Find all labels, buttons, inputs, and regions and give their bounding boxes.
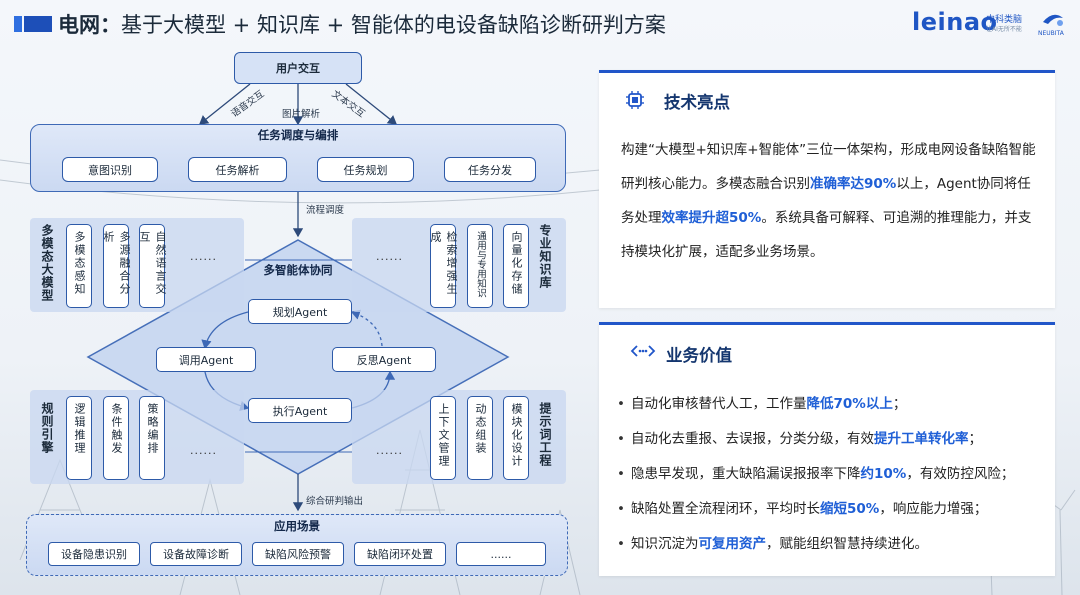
leinao-logo: leinao: [912, 8, 998, 36]
prompt-item-modular: 模块化设计: [503, 396, 529, 480]
prompt-panel: [352, 390, 566, 484]
input-label-image: 图片解析: [282, 109, 321, 120]
tech-highlight-accuracy: 准确率达90%: [810, 176, 897, 192]
scheduling-title: 任务调度与编排: [257, 128, 339, 142]
kb-title: 专业知识库: [538, 224, 552, 289]
page-title: 电网：基于大模型 + 知识库 + 智能体的电设备缺陷诊断研判方案: [58, 9, 666, 39]
agent-execute: 执行Agent: [248, 398, 352, 423]
tech-title: 技术亮点: [664, 93, 730, 112]
rules-more: ......: [190, 444, 217, 457]
page-title-rest: 基于大模型 + 知识库 + 智能体的电设备缺陷诊断研判方案: [121, 13, 666, 37]
prompt-item-dynamic: 动态组装: [467, 396, 493, 480]
value-bullet: •隐患早发现，重大缺陷漏误报报率下降约10%，有效防控风险；: [617, 466, 1015, 482]
llm-title: 多模态大模型: [40, 224, 54, 302]
header-accent-bar: [14, 16, 22, 32]
scenarios-title: 应用场景: [274, 519, 320, 533]
prompt-more: ......: [376, 444, 403, 457]
user-interaction-box: 用户交互: [234, 52, 362, 84]
scenario-fault: 设备故障诊断: [150, 542, 242, 566]
prompt-title: 提示词工程: [538, 402, 552, 467]
leinao-logo-slogan: 让AI无所不能: [986, 26, 1022, 33]
value-title: 业务价值: [666, 346, 732, 365]
agent-plan: 规划Agent: [248, 299, 352, 324]
neubita-logo-text: NEUBITA: [1038, 30, 1064, 37]
step-task-dispatch: 任务分发: [444, 157, 536, 182]
rules-panel: [30, 390, 244, 484]
header-accent-bar-dark: [24, 16, 52, 32]
step-task-planning: 任务规划: [317, 157, 414, 182]
llm-more: ......: [190, 250, 217, 263]
rules-item-logic: 逻辑推理: [66, 396, 92, 480]
value-bullet: •自动化去重报、去误报，分类分级，有效提升工单转化率；: [617, 431, 982, 447]
prompt-item-context: 上下文管理: [430, 396, 456, 480]
value-bullet: •自动化审核替代人工，工作量降低70%以上；: [617, 396, 907, 412]
value-bullet: •缺陷处置全流程闭环，平均时长缩短50%，响应能力增强；: [617, 501, 988, 517]
rules-item-trigger: 条件触发: [103, 396, 129, 480]
llm-item-fusion: 多源融合分析: [102, 224, 131, 308]
output-label: 综合研判输出: [306, 496, 364, 507]
code-arrows-icon: [630, 345, 656, 357]
page-title-bold: 电网：: [58, 13, 121, 37]
value-bullet: •知识沉淀为可复用资产，赋能组织智慧持续进化。: [617, 536, 928, 552]
leinao-logo-cn: 中科类脑: [986, 15, 1023, 25]
flow-label: 流程调度: [306, 205, 345, 216]
kb-item-general: 通用与专用知识: [467, 224, 493, 308]
kb-item-rag: 检索增强生成: [429, 224, 458, 308]
scenario-hazard: 设备隐患识别: [48, 542, 140, 566]
collab-title: 多智能体协同: [263, 263, 333, 277]
agent-call: 调用Agent: [156, 347, 256, 372]
llm-item-perception: 多模态感知: [66, 224, 92, 308]
neubita-logo-icon: [1043, 14, 1063, 26]
chip-icon: [626, 91, 644, 109]
tech-card: [599, 70, 1055, 308]
kb-item-vector: 向量化存储: [503, 224, 529, 308]
rules-title: 规则引擎: [40, 402, 54, 454]
agent-reflect: 反思Agent: [332, 347, 436, 372]
llm-item-nl: 自然语言交互: [138, 224, 167, 308]
llm-panel: [30, 218, 244, 312]
tech-highlight-efficiency: 效率提升超50%: [661, 210, 762, 226]
tech-paragraph: 构建“大模型+知识库+智能体”三位一体架构，形成电网设备缺陷智能研判核心能力。多…: [621, 142, 1036, 260]
scenario-more: ......: [456, 542, 546, 566]
scenario-risk: 缺陷风险预警: [252, 542, 344, 566]
scenario-closed-loop: 缺陷闭环处置: [354, 542, 446, 566]
kb-panel: [352, 218, 566, 312]
kb-more: ......: [376, 250, 403, 263]
step-intent-recognition: 意图识别: [62, 157, 158, 182]
value-card: [599, 322, 1055, 576]
step-task-parsing: 任务解析: [188, 157, 287, 182]
rules-item-strategy: 策略编排: [139, 396, 165, 480]
